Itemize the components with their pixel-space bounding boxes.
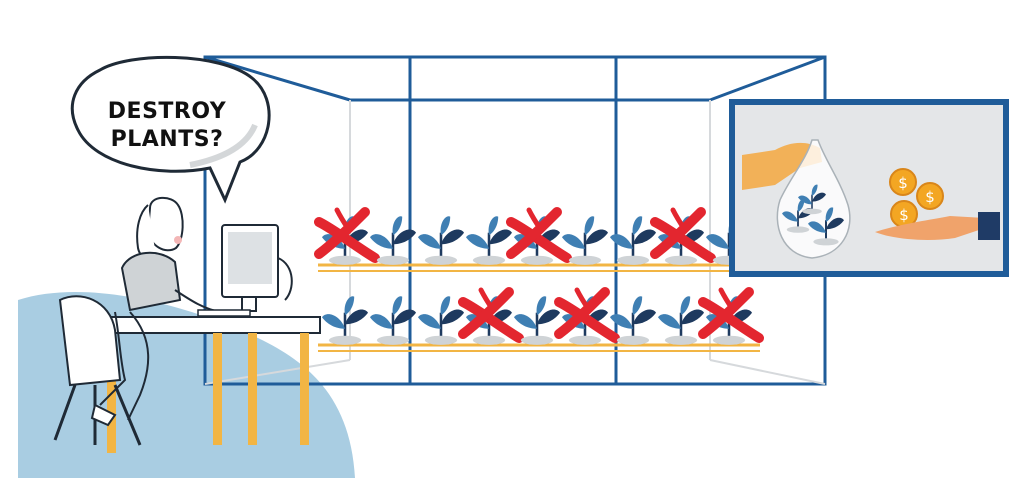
speech-bubble: DESTROY PLANTS? [70, 55, 271, 204]
person-at-computer [90, 196, 223, 427]
gloved-hand [742, 142, 822, 190]
speech-line-2: PLANTS? [111, 127, 224, 152]
seedling-icon [464, 214, 514, 267]
seedling-icon [416, 214, 466, 267]
speech-line-1: DESTROY [108, 99, 227, 124]
plastic-bag-icon [776, 139, 851, 259]
open-hand [875, 212, 1000, 240]
inset-panel: $ $ $ [729, 99, 1009, 277]
plant-row-bottom [320, 290, 759, 347]
computer-monitor [197, 224, 293, 317]
seedling-icon [416, 294, 466, 347]
svg-text:$: $ [898, 174, 908, 192]
seedling-icon [656, 294, 706, 347]
shelves [318, 263, 760, 352]
svg-text:$: $ [899, 206, 909, 224]
seedling-icon [320, 294, 370, 347]
svg-text:$: $ [925, 188, 935, 206]
plant-row-top [319, 210, 754, 267]
dollar-coin-icon: $ $ $ [889, 168, 944, 228]
chair [53, 295, 142, 446]
